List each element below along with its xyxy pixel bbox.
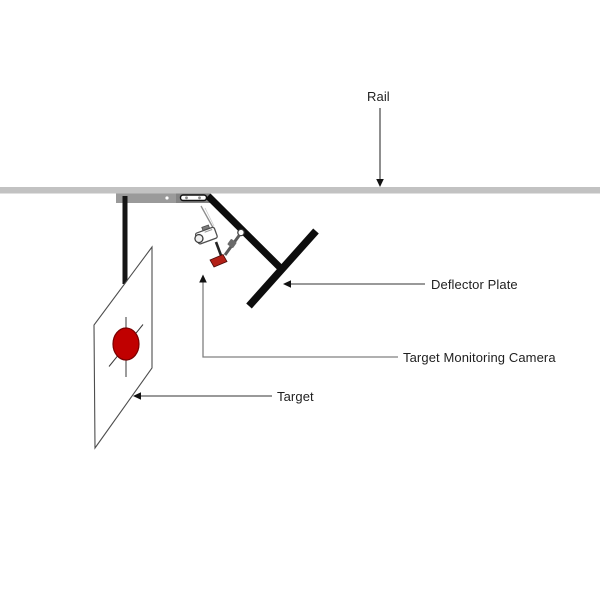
bracket-screw-right bbox=[165, 196, 169, 200]
arrow-left-icon bbox=[133, 392, 141, 400]
pivot-joint bbox=[237, 228, 245, 237]
target-monitoring-camera-label: Target Monitoring Camera bbox=[403, 350, 556, 365]
tmc-callout-line bbox=[202, 280, 398, 358]
mounting-bracket bbox=[116, 193, 210, 203]
rail-label: Rail bbox=[367, 89, 390, 104]
tmc-callout bbox=[199, 274, 398, 358]
camera-foot-red-tip bbox=[209, 253, 228, 268]
deflector-plate-bar bbox=[246, 228, 319, 309]
slot-pin-left bbox=[185, 196, 188, 200]
camera-body-detail bbox=[204, 229, 213, 233]
slot-pin-right bbox=[198, 196, 201, 200]
camera-lens-icon bbox=[194, 233, 204, 244]
bullseye bbox=[112, 327, 140, 361]
arrow-up-icon bbox=[199, 274, 207, 283]
target-callout bbox=[133, 392, 272, 400]
arrow-left-icon bbox=[283, 280, 291, 288]
deflector-plate-label: Deflector Plate bbox=[431, 277, 518, 292]
target-label: Target bbox=[277, 389, 314, 404]
rail-callout bbox=[376, 108, 384, 187]
arrow-down-icon bbox=[376, 179, 384, 187]
camera-antenna-highlight bbox=[204, 207, 215, 227]
slide-slot bbox=[179, 194, 208, 202]
linkage-joint-block bbox=[227, 239, 237, 248]
rail-bar bbox=[0, 187, 600, 194]
camera-antenna bbox=[200, 205, 215, 229]
camera-group bbox=[194, 224, 218, 245]
deflector-plate-callout bbox=[283, 280, 425, 288]
